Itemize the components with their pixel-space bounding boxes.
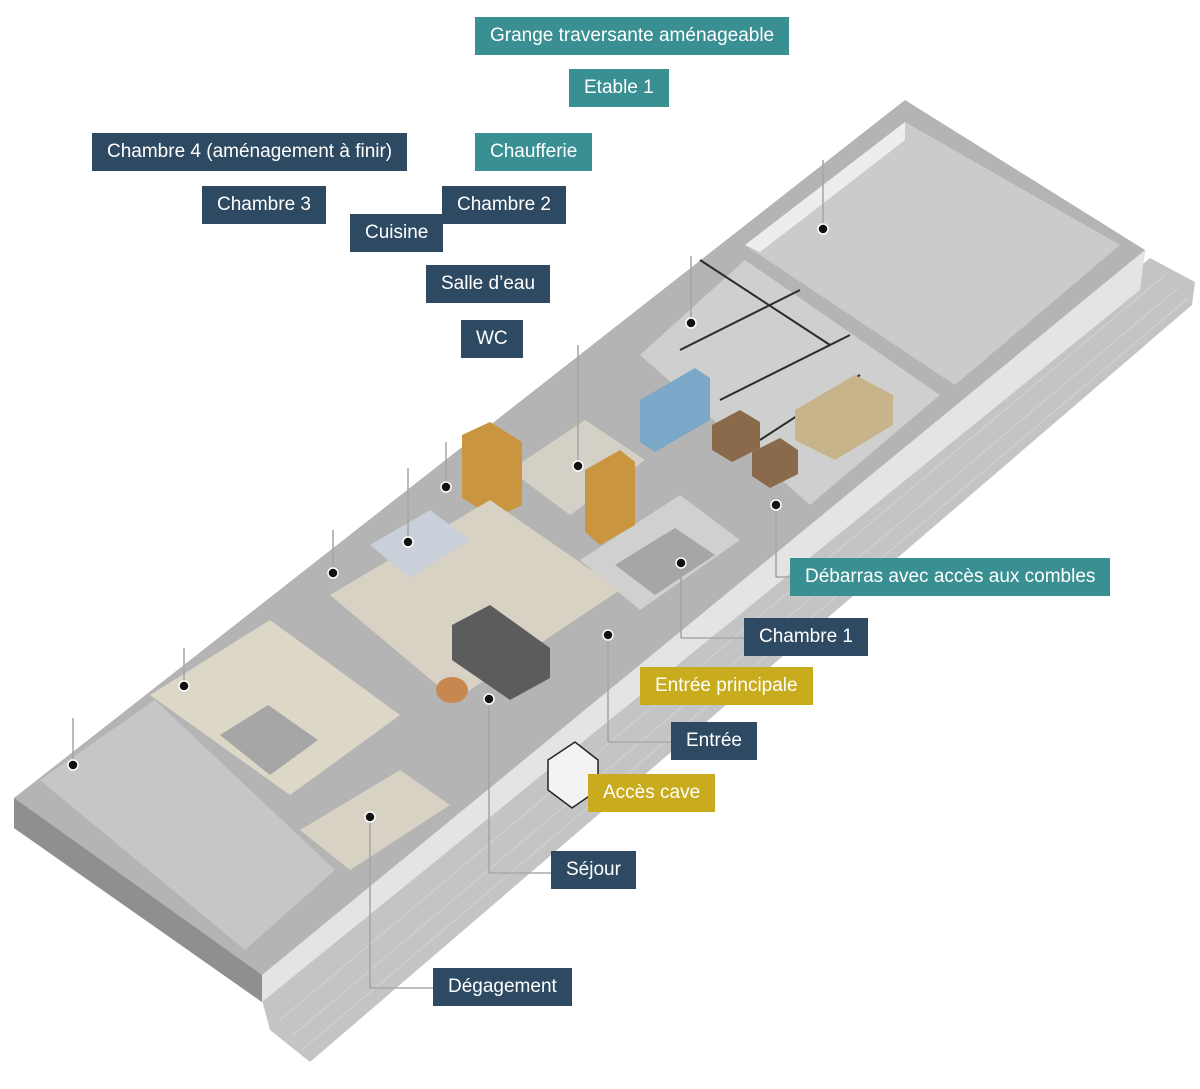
leader-dot-sejour [483,693,495,705]
label-grange-text: Grange traversante aménageable [490,25,775,46]
degagement-floor [300,770,450,870]
leader-dot-cuisine [327,567,339,579]
leader-dot-chaufferie [685,317,697,329]
label-entree-principale: Entrée principale [640,667,813,705]
label-cuisine-text: Cuisine [365,222,429,243]
leader-dot-debarras [770,499,782,511]
label-entree-principale-text: Entrée principale [655,675,798,696]
leader-dot-chambre1 [675,557,687,569]
label-debarras-text: Débarras avec accès aux combles [805,566,1096,587]
label-acces-cave-text: Accès cave [603,782,701,803]
label-degagement-text: Dégagement [448,976,557,997]
label-acces-cave: Accès cave [588,774,716,812]
sejour-table [436,677,468,703]
label-chaufferie-text: Chaufferie [490,141,578,162]
paving-strip [262,258,1195,1062]
label-chambre4: Chambre 4 (aménagement à finir) [92,133,408,171]
leader-line-core-sejour [488,699,551,874]
label-entree-text: Entrée [686,730,742,751]
storage-boxes [640,368,893,488]
label-salle-eau-text: Salle d’eau [441,273,536,294]
sejour-sofa [452,605,550,700]
leader-line-core-degagement [369,817,433,989]
leader-line-core-debarras [775,505,790,578]
label-chambre3: Chambre 3 [202,186,326,224]
chambre1-bed [615,528,715,595]
label-chaufferie: Chaufferie [475,133,593,171]
leader-dot-salle_eau [402,536,414,548]
wardrobe-chambre2 [585,450,635,545]
leader-dot-entree [602,629,614,641]
label-chambre2: Chambre 2 [442,186,566,224]
debarras-floor [640,260,940,505]
label-debarras: Débarras avec accès aux combles [790,558,1111,596]
grange-wall-left [745,122,905,252]
wardrobe-wc [462,422,522,518]
label-degagement: Dégagement [433,968,572,1006]
label-chambre1-text: Chambre 1 [759,626,853,647]
sejour-floor [330,500,620,700]
chambre4-floor [40,700,335,950]
label-leader-lines [67,160,829,989]
label-wc: WC [461,320,523,358]
chambre3-bed [220,705,318,775]
label-chambre1: Chambre 1 [744,618,868,656]
leader-dot-chambre2 [572,460,584,472]
label-sejour-text: Séjour [566,859,621,880]
label-chambre2-text: Chambre 2 [457,194,551,215]
building-front-wall [14,798,262,1002]
label-salle-eau: Salle d’eau [426,265,551,303]
label-grange: Grange traversante aménageable [475,17,790,55]
label-wc-text: WC [476,328,508,349]
leader-line-core-chambre1 [680,563,744,639]
label-sejour: Séjour [551,851,636,889]
chambre3-floor [150,620,400,795]
salle-eau-floor [370,510,470,578]
leader-dot-wc [440,481,452,493]
label-etable-text: Etable 1 [584,77,654,98]
leader-dot-etable [817,223,829,235]
label-chambre3-text: Chambre 3 [217,194,311,215]
leader-dot-degagement [364,811,376,823]
leader-dot-chambre4 [67,759,79,771]
label-entree: Entrée [671,722,757,760]
label-cuisine: Cuisine [350,214,444,252]
leader-line-core-entree [607,635,671,743]
label-etable: Etable 1 [569,69,669,107]
building-long-wall [262,250,1145,1002]
leader-dot-chambre3 [178,680,190,692]
label-chambre4-text: Chambre 4 (aménagement à finir) [107,141,393,162]
